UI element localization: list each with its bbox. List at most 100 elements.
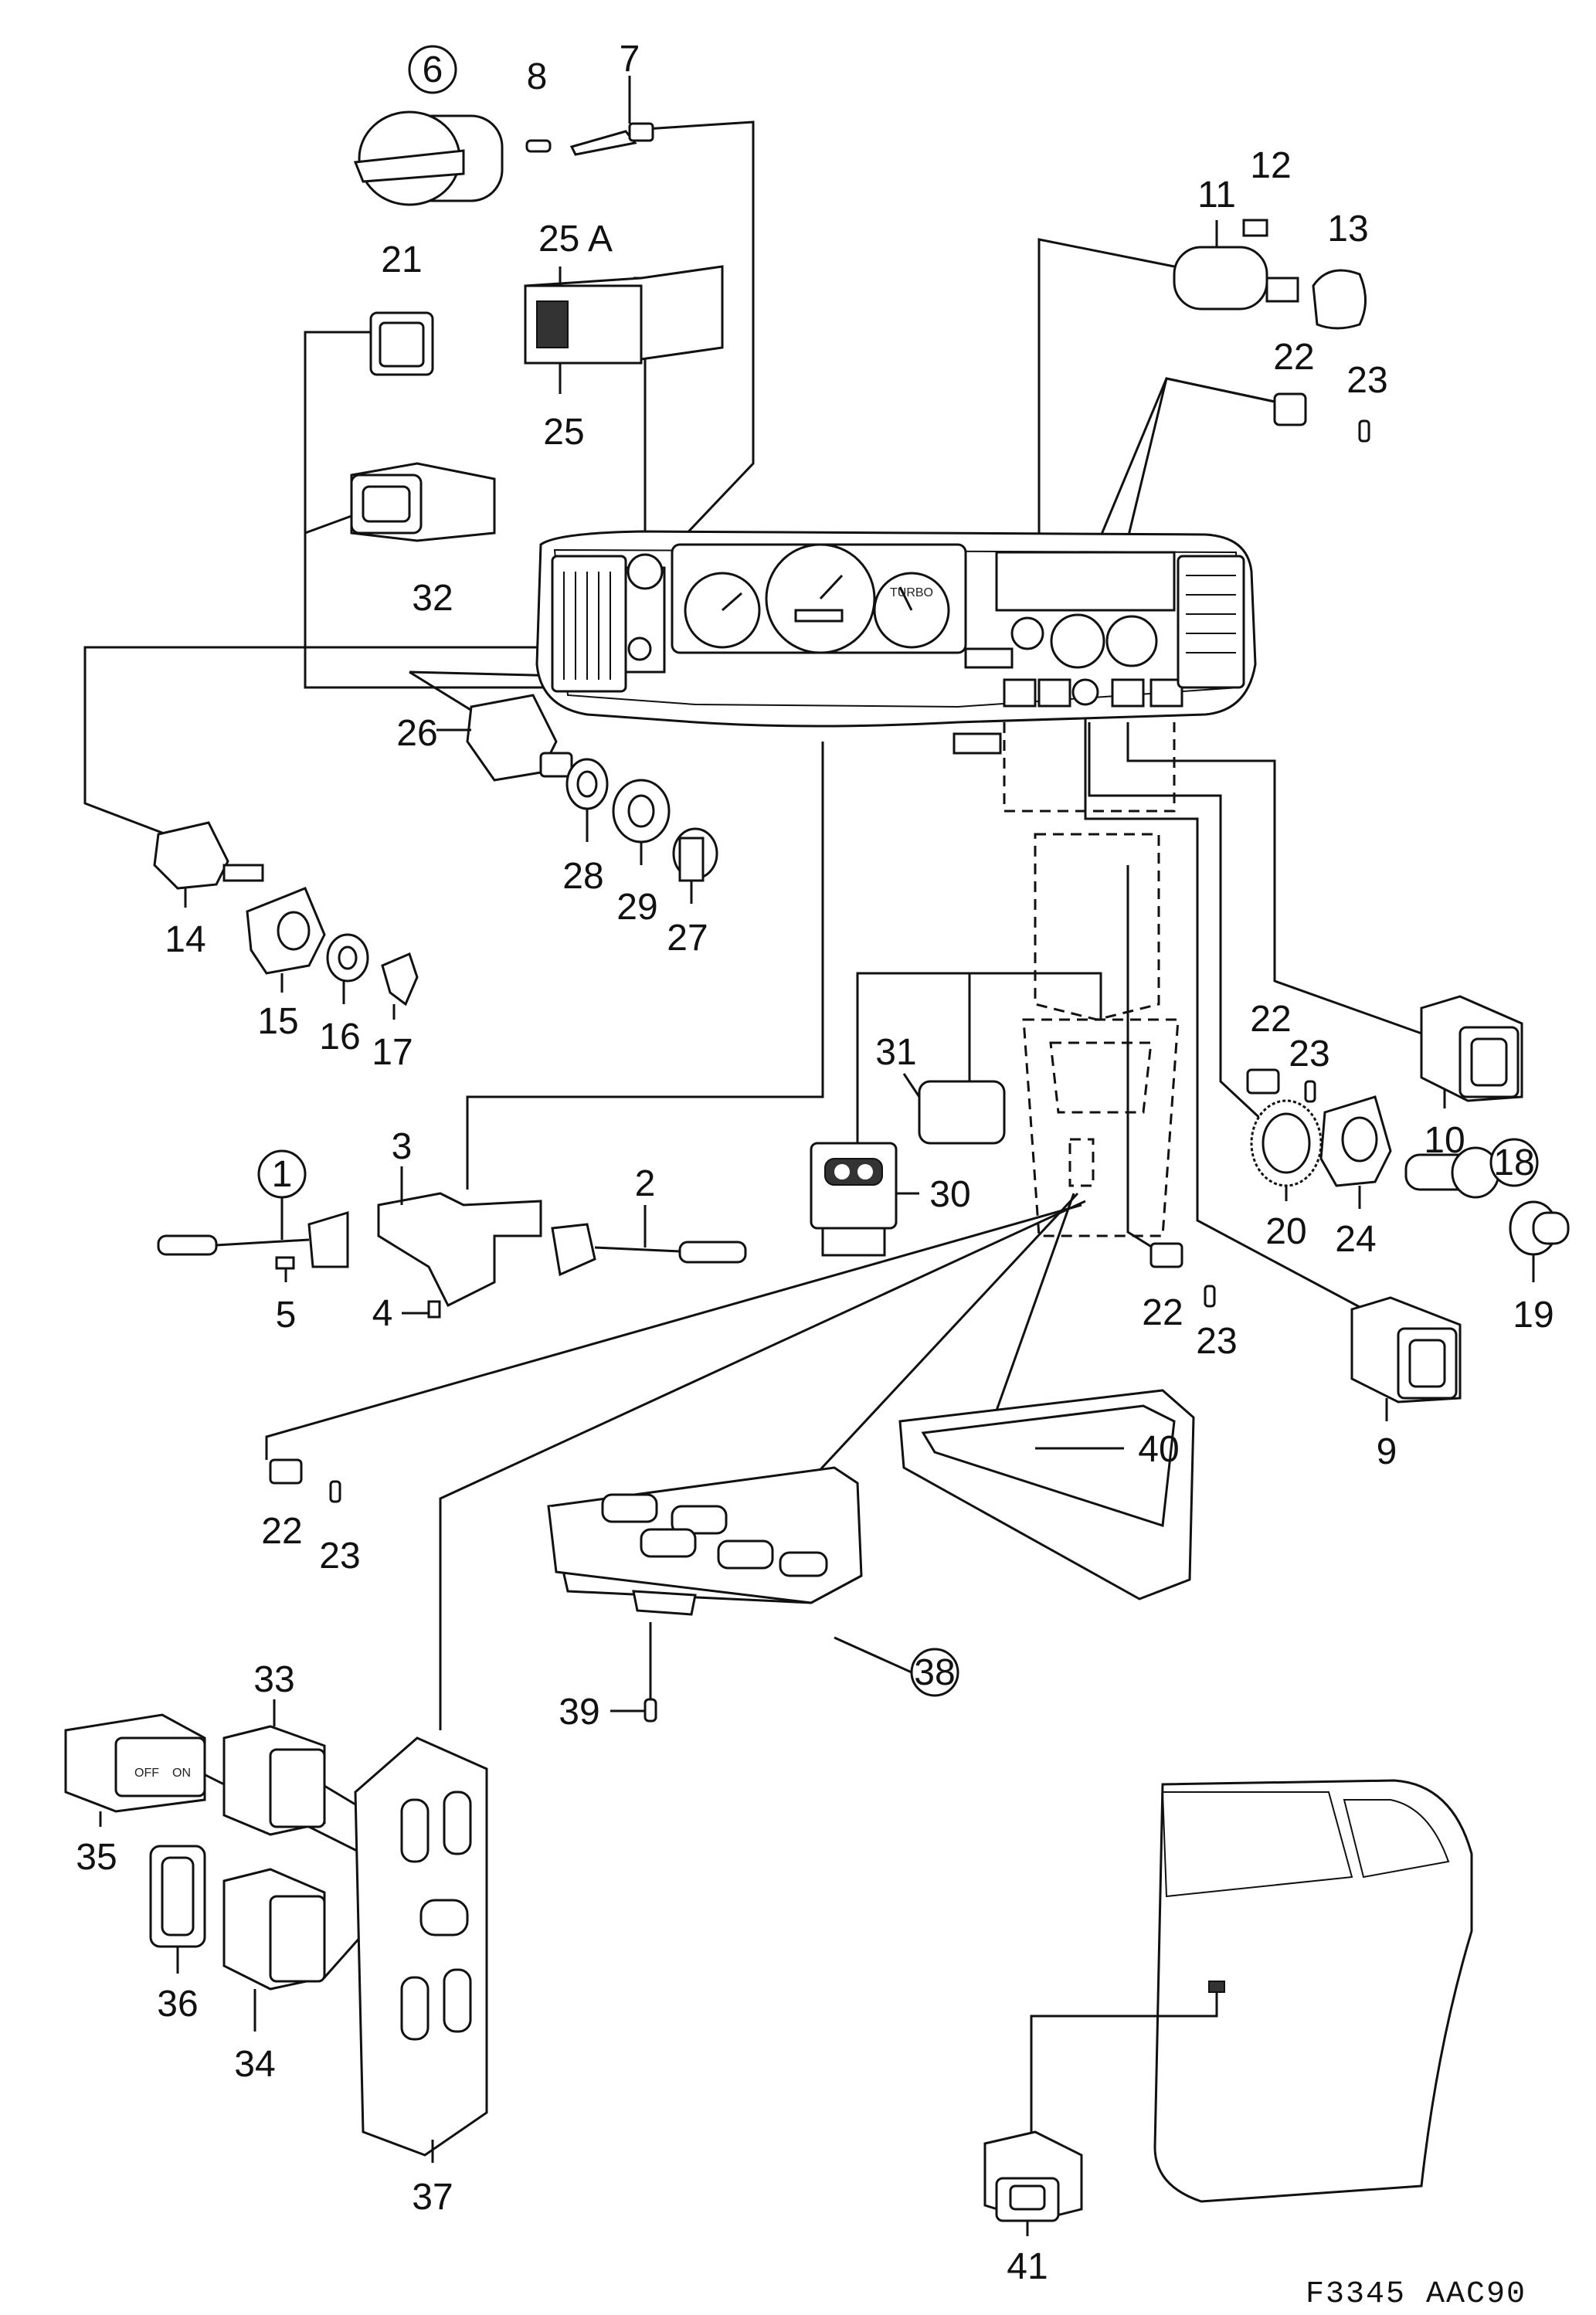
label-27: 27 [667,918,708,959]
housing-24: 24 [1319,1095,1392,1260]
label-12: 12 [1250,145,1291,186]
label-25: 25 [543,412,584,453]
lens-36: 36 [149,1845,206,2025]
bulb-23-mid: 23 [1289,1034,1330,1103]
bulb-8: 8 [525,56,552,153]
label-32: 32 [412,578,453,619]
right-vent [1177,555,1245,689]
switch-30: 30 [810,1142,971,1257]
label-19: 19 [1513,1295,1554,1336]
label-31: 31 [875,1032,916,1073]
label-28: 28 [562,856,603,897]
label-38: 38 [914,1652,955,1693]
bulbholder-22-top: 22 [1273,337,1315,426]
label-14: 14 [165,919,205,960]
label-3: 3 [392,1126,413,1167]
instrument-cluster: TURBO [671,543,967,654]
nut-16: 16 [319,933,369,1057]
bulb-holder-7: 7 [569,39,654,156]
knob-17: 17 [372,952,419,1073]
label-17: 17 [372,1032,413,1073]
bulb-39: 39 [559,1622,657,1733]
bulb-12: 12 [1242,145,1292,237]
label-23-left: 23 [319,1536,360,1577]
left-vent [551,555,627,693]
switch-9: 9 [1350,1296,1462,1472]
seat-heater-switch-25: 25 A 25 [524,219,724,453]
knob-27: 27 [667,827,718,959]
window-switch-console-38: 38 [547,1466,959,1697]
switch-assembly-26: 26 [396,694,573,782]
off-label: OFF [134,1767,159,1780]
label-18: 18 [1493,1142,1534,1183]
drawing-code: F3345 AAC90 [1306,2277,1526,2312]
label-23-low: 23 [1196,1321,1237,1362]
label-22-mid: 22 [1250,999,1291,1040]
nut-29: 29 [612,779,671,928]
on-label: ON [172,1767,191,1780]
bulbholder-22-mid: 22 [1246,999,1292,1095]
label-22-low: 22 [1142,1292,1183,1333]
switch-34: 34 [222,1868,326,2085]
label-11: 11 [1197,175,1236,216]
label-20: 20 [1265,1211,1306,1252]
label-26: 26 [396,713,437,754]
label-4: 4 [372,1293,393,1334]
label-22-top: 22 [1273,337,1314,378]
ring-20: 20 [1250,1099,1323,1252]
center-console-outline [953,722,1180,1237]
label-7: 7 [620,39,640,80]
bulbholder-22-low: 22 [1142,1242,1183,1333]
label-15: 15 [257,1001,298,1042]
label-6: 6 [423,49,443,90]
knob-13: 13 [1312,209,1369,330]
lighter-socket-18: 18 [1404,1138,1539,1199]
label-1: 1 [272,1154,293,1195]
cover-31: 31 [875,1032,1006,1145]
label-36: 36 [157,1984,198,2025]
bulb-23-top: 23 [1346,360,1388,443]
washer-28: 28 [562,758,609,897]
label-9: 9 [1377,1431,1397,1472]
switch-10: 10 [1420,995,1523,1161]
label-16: 16 [319,1017,360,1057]
label-13: 13 [1327,209,1368,249]
label-23-top: 23 [1346,360,1387,401]
label-33: 33 [253,1659,294,1700]
rear-door [1030,1779,1473,2203]
turbo-gauge-label: TURBO [890,586,933,599]
label-40: 40 [1138,1429,1179,1470]
label-21: 21 [381,239,422,280]
switch-41: 41 [983,2130,1083,2287]
bezel-15: 15 [246,887,326,1042]
switch-35: OFF ON 35 [64,1713,206,1878]
bulb-23-low: 23 [1196,1285,1238,1362]
label-35: 35 [76,1837,117,1878]
switch-14: 14 [153,821,264,960]
label-34: 34 [234,2044,275,2085]
label-5: 5 [276,1295,297,1336]
dashboard-panel: TURBO [535,530,1257,728]
label-23-mid: 23 [1289,1034,1329,1074]
label-41: 41 [1007,2246,1048,2287]
bulb-23-left: 23 [319,1480,361,1577]
label-37: 37 [412,2177,453,2218]
label-24: 24 [1335,1219,1376,1260]
label-8: 8 [527,56,548,97]
bulbholder-22-left: 22 [261,1458,303,1552]
socket-11: 11 [1173,175,1299,311]
label-25a: 25 A [538,219,613,260]
label-2: 2 [635,1163,656,1204]
switch-21: 21 [369,239,434,376]
lighter-19: 19 [1509,1200,1570,1336]
steering-switch-assembly: 1 3 2 5 4 [157,1126,747,1336]
switch-32: 32 [350,462,496,619]
switch-33: 33 [222,1659,326,1836]
label-30: 30 [929,1174,970,1215]
light-switch-6: 6 [353,45,504,206]
label-29: 29 [616,887,657,928]
switch-panel-37: 37 [354,1736,488,2218]
label-22-left: 22 [261,1511,302,1552]
tray-40: 40 [898,1389,1195,1600]
